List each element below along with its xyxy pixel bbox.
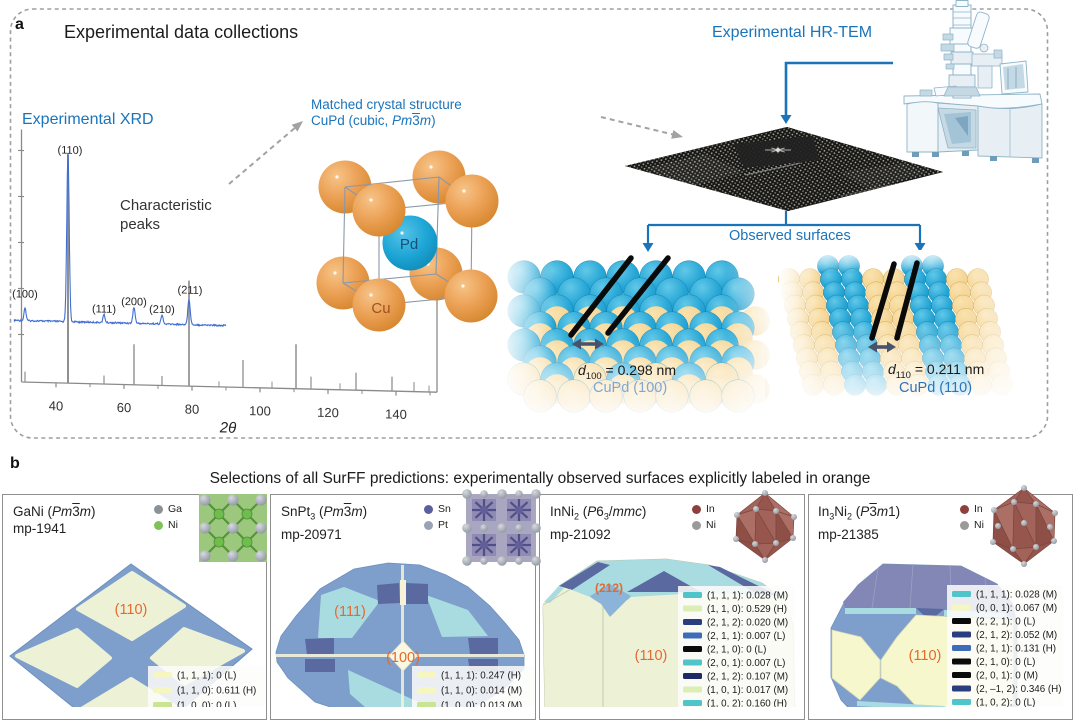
svg-text:(2, 1, 2): 0.107 (M): (2, 1, 2): 0.107 (M): [707, 671, 788, 682]
svg-text:(1, 1, 1): 0.247 (H): (1, 1, 1): 0.247 (H): [441, 670, 521, 681]
svg-text:(110): (110): [909, 648, 942, 664]
svg-text:(1, 0, 2): 0.160 (H): (1, 0, 2): 0.160 (H): [707, 698, 787, 707]
svg-text:(1, 1, 0): 0.529 (H): (1, 1, 0): 0.529 (H): [707, 604, 787, 615]
svg-text:(111): (111): [334, 604, 366, 620]
svg-text:(2, –1, 2): 0.346 (H): (2, –1, 2): 0.346 (H): [976, 684, 1062, 695]
svg-text:(1, 0, 1): 0.017 (M): (1, 0, 1): 0.017 (M): [707, 685, 788, 696]
svg-text:(2, 0, 1): 0 (M): (2, 0, 1): 0 (M): [976, 670, 1038, 681]
svg-text:(1, 1, 1): 0.028 (M): (1, 1, 1): 0.028 (M): [707, 590, 788, 601]
svg-text:(1, 0, 2): 0 (L): (1, 0, 2): 0 (L): [976, 697, 1035, 707]
svg-text:(2, 1, 1): 0.131 (H): (2, 1, 1): 0.131 (H): [976, 643, 1056, 654]
svg-text:(100): (100): [386, 650, 420, 666]
svg-text:(2, 1, 0): 0 (L): (2, 1, 0): 0 (L): [707, 644, 766, 655]
svg-text:(1, 0, 0): 0 (L): (1, 0, 0): 0 (L): [177, 700, 236, 707]
svg-text:(2, 1, 2): 0.052 (M): (2, 1, 2): 0.052 (M): [976, 630, 1057, 641]
svg-text:(1, 1, 1): 0 (L): (1, 1, 1): 0 (L): [177, 670, 236, 681]
svg-text:(1, 1, 1): 0.028 (M): (1, 1, 1): 0.028 (M): [976, 589, 1057, 600]
svg-text:(2, 1, 1): 0.007 (L): (2, 1, 1): 0.007 (L): [707, 631, 785, 642]
svg-text:(110): (110): [115, 602, 148, 618]
svg-text:(0, 0, 1): 0.067 (M): (0, 0, 1): 0.067 (M): [976, 603, 1057, 614]
svg-text:(110): (110): [635, 648, 668, 664]
svg-text:(1, 1, 0): 0.014 (M): (1, 1, 0): 0.014 (M): [441, 685, 522, 696]
svg-text:(1, 1, 0): 0.611 (H): (1, 1, 0): 0.611 (H): [177, 685, 256, 696]
svg-text:(2, 2, 1): 0 (L): (2, 2, 1): 0 (L): [976, 616, 1035, 627]
svg-text:(2, 0, 1): 0.007 (L): (2, 0, 1): 0.007 (L): [707, 658, 785, 669]
svg-text:(212): (212): [595, 581, 623, 595]
svg-text:(2, 1, 0): 0 (L): (2, 1, 0): 0 (L): [976, 657, 1035, 668]
svg-text:(2, 1, 2): 0.020 (M): (2, 1, 2): 0.020 (M): [707, 617, 788, 628]
svg-text:(1, 0, 0): 0.013 (M): (1, 0, 0): 0.013 (M): [441, 700, 522, 707]
